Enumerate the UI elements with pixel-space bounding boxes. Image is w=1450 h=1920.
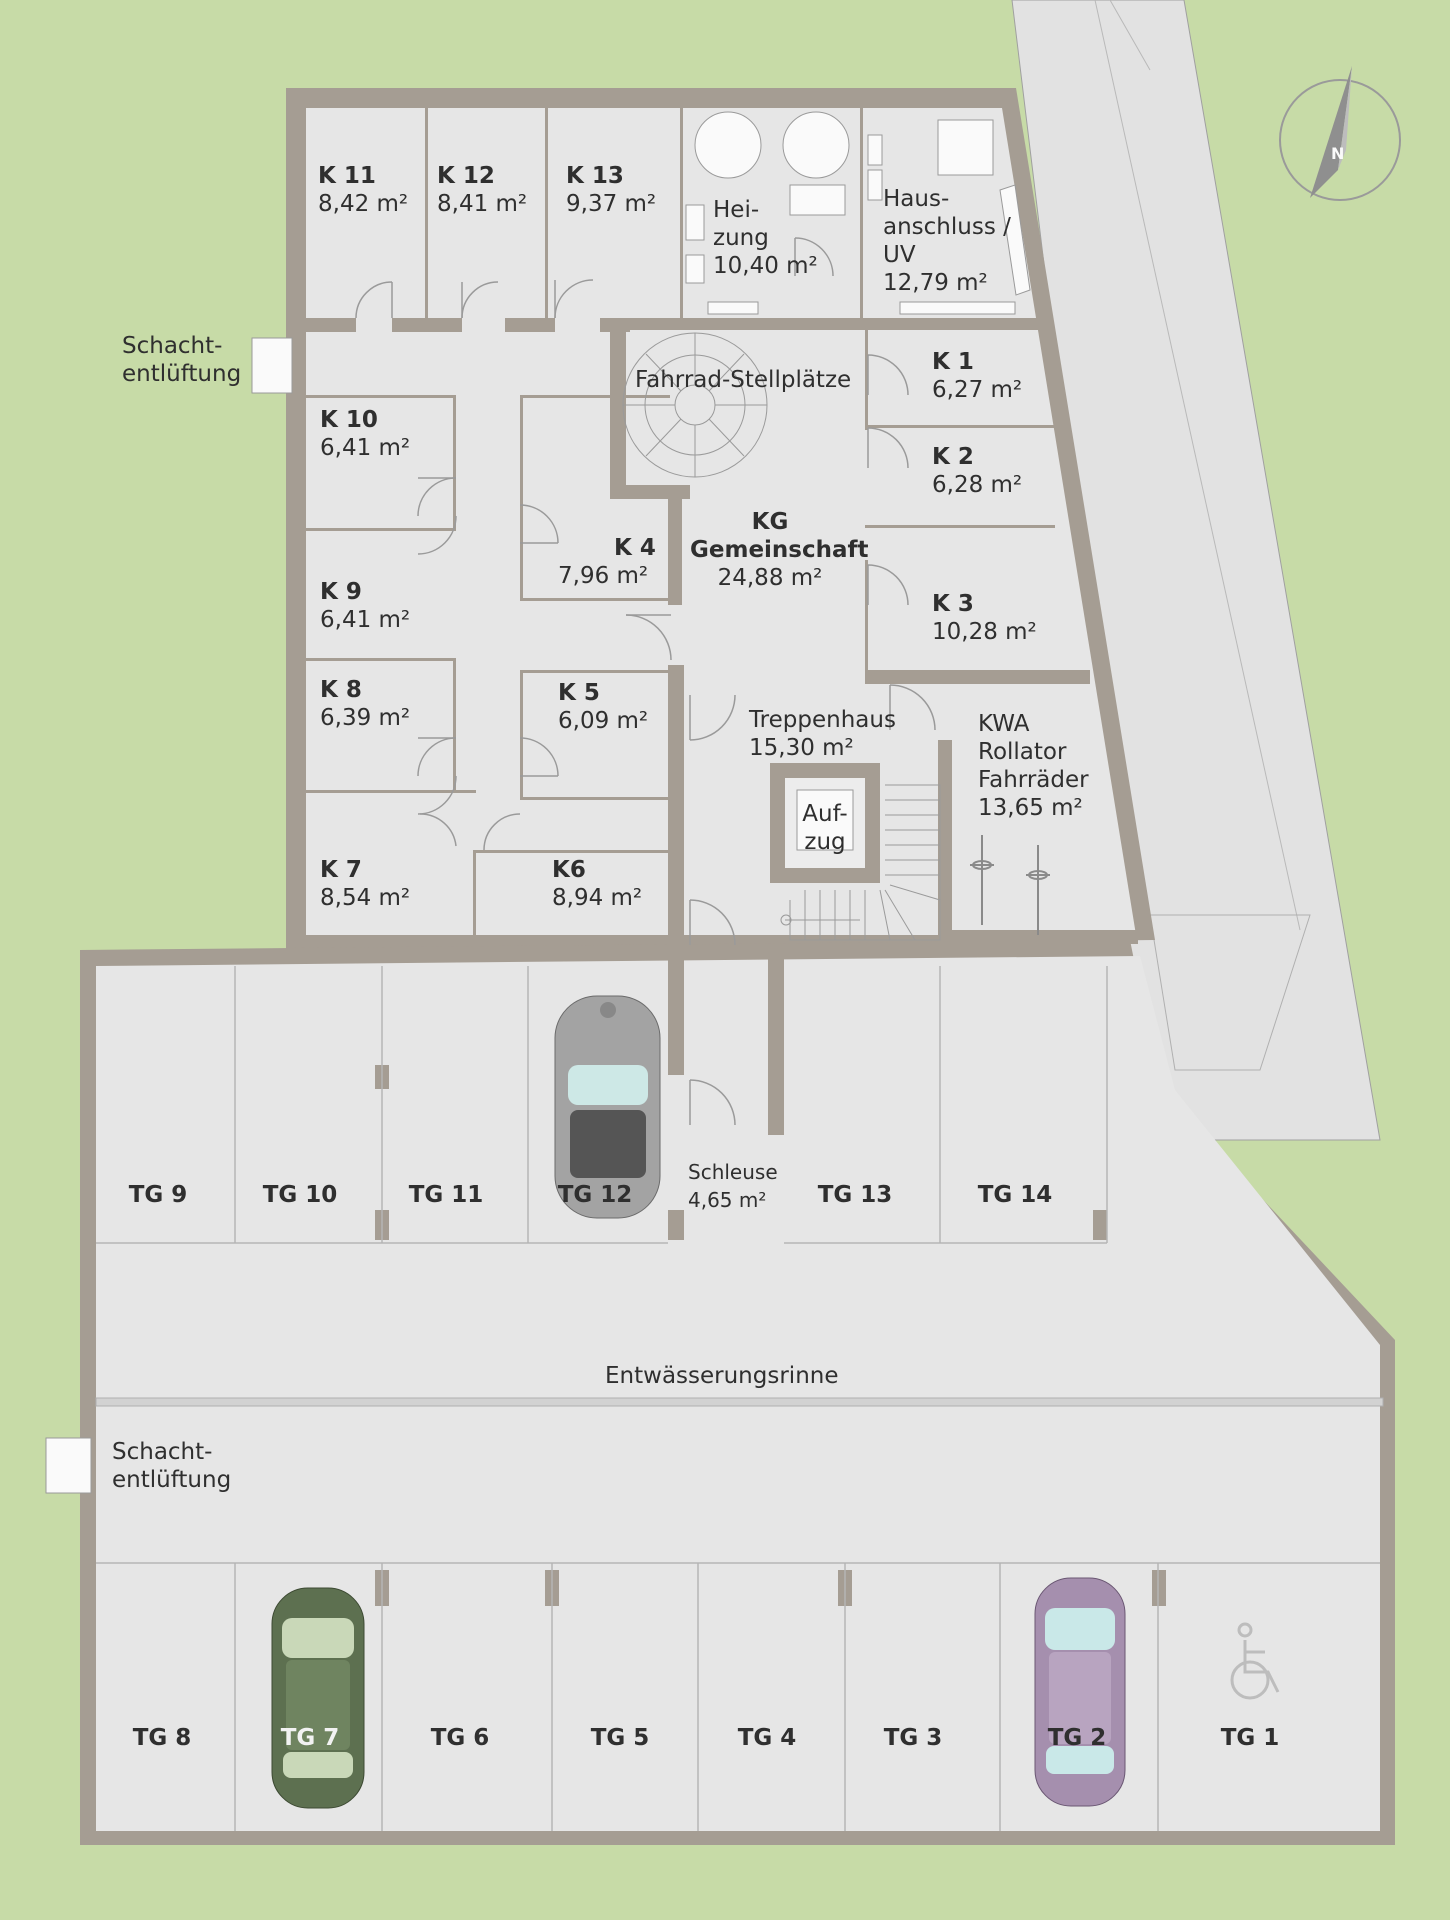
- parking-space-tg5: TG 5: [590, 1725, 650, 1751]
- room-heizung: Hei- zung 10,40 m²: [713, 197, 818, 279]
- parking-space-tg14: TG 14: [977, 1182, 1053, 1208]
- vent-shaft-bottom: [45, 1437, 92, 1494]
- heating-tank-2: [782, 111, 850, 179]
- parking-space-tg1: TG 1: [1220, 1725, 1280, 1751]
- heating-tank-1: [694, 111, 762, 179]
- vent-label-top: Schacht- entlüftung: [122, 333, 242, 387]
- parking-space-tg4: TG 4: [737, 1725, 797, 1751]
- parking-space-tg7: TG 7: [280, 1725, 340, 1751]
- parking-space-tg13: TG 13: [817, 1182, 893, 1208]
- room-kwa: KWA Rollator Fahrräder 13,65 m²: [978, 711, 1089, 821]
- parking-space-tg11: TG 11: [408, 1182, 484, 1208]
- room-kg-gemeinschaft: KG Gemeinschaft 24,88 m²: [690, 509, 869, 591]
- door-swings: [355, 237, 936, 1126]
- bike-spiral: [622, 332, 768, 478]
- bicycle-icon: [970, 835, 1050, 935]
- parking-bay-lines: [96, 966, 1380, 1831]
- car-silver-icon: [554, 995, 661, 1219]
- room-schleuse: Schleuse 4,65 m²: [688, 1160, 778, 1212]
- parking-space-tg12: TG 12: [557, 1182, 633, 1208]
- parking-space-tg6: TG 6: [430, 1725, 490, 1751]
- room-fahrrad: Fahrrad-Stellplätze: [635, 367, 852, 393]
- compass-icon: [1279, 66, 1401, 201]
- drainage-channel: [95, 1397, 1384, 1407]
- wheelchair-icon: [1230, 1622, 1280, 1700]
- room-aufzug: Auf- zug: [802, 801, 848, 855]
- parking-space-tg8: TG 8: [132, 1725, 192, 1751]
- vent-label-bottom: Schacht- entlüftung: [112, 1439, 232, 1493]
- vent-shaft-top: [251, 337, 293, 394]
- staircase: [780, 784, 941, 941]
- parking-space-tg3: TG 3: [883, 1725, 943, 1751]
- drainage-label: Entwässerungsrinne: [605, 1363, 839, 1389]
- car-green-icon: [271, 1587, 365, 1809]
- room-treppenhaus: Treppenhaus 15,30 m²: [749, 707, 896, 761]
- room-hausanschluss: Haus- anschluss / UV 12,79 m²: [883, 186, 1011, 296]
- parking-space-tg2: TG 2: [1047, 1725, 1107, 1751]
- car-purple-icon: [1034, 1577, 1126, 1807]
- parking-space-tg10: TG 10: [262, 1182, 338, 1208]
- parking-space-tg9: TG 9: [128, 1182, 188, 1208]
- compass-label: N: [1331, 144, 1345, 163]
